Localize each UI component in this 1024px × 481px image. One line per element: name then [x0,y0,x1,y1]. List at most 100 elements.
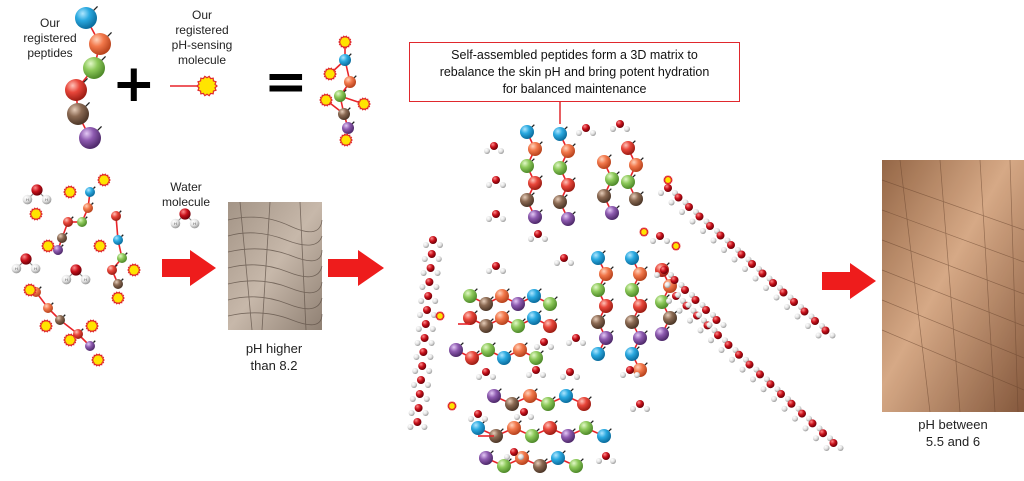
peptide-bead-icon [629,157,644,172]
arrow-right-icon [162,250,216,286]
arrow-right-icon [822,263,876,299]
peptide-bead-icon [551,450,566,465]
matrix-callout-box: Self-assembled peptides form a 3D matrix… [409,42,740,102]
peptide-bead-icon [57,232,68,243]
peptide-bead-icon [85,186,96,197]
peptide-bead-icon [463,310,478,325]
water-molecule-icon [414,334,435,346]
water-molecule-icon [421,250,442,262]
peptide-bead-icon [655,294,670,309]
equals-sign: = [264,52,308,112]
peptide-bead-icon [497,458,512,473]
water-molecule-icon [420,264,441,276]
water-molecule-icon [773,288,794,301]
peptide-bead-icon [487,388,502,403]
water-molecule-icon [412,362,433,374]
water-molecule-icon [554,254,574,266]
water-molecule-icon [534,338,554,350]
water-molecule-label: Water molecule [161,180,211,209]
peptide-bead-icon [625,282,640,297]
peptide-bead-icon [597,428,612,443]
peptide-bead-icon [591,282,606,297]
ph-high-label: pH higher than 8.2 [245,341,303,373]
water-molecule-icon [419,278,440,290]
water-molecule-icon [408,404,429,416]
peptide-bead-icon [625,346,640,361]
peptide-bead-icon [481,342,496,357]
peptide-bead-icon [489,428,504,443]
water-molecule-icon [413,348,434,360]
peptide-bead-icon [543,420,558,435]
peptide-bead-icon [541,396,556,411]
ph-sensor-icon [338,35,352,49]
peptide-bead-icon [495,310,510,325]
water-molecule-icon [823,439,844,451]
ph-sensor-icon [323,67,337,81]
peptide-bead-icon [599,298,614,313]
ph-sensor-icon [663,175,673,185]
peptide-bead-icon [579,420,594,435]
peptide-bead-icon [67,101,91,125]
hydrogen-label: H [84,277,87,282]
peptide-bead-icon [479,318,494,333]
water-molecule-icon [731,250,752,263]
peptide-bead-icon [663,310,678,325]
ph-sensor-icon [63,333,77,347]
peptide-bead-icon [523,388,538,403]
water-molecule-icon [781,399,802,412]
peptide-bead-icon [113,278,124,289]
arrow-right-icon [328,250,384,286]
peptide-bead-icon [520,124,535,139]
water-molecule-icon [468,410,488,422]
peptide-bead-icon [449,342,464,357]
water-molecule-icon [596,452,616,464]
ph-sensor-icon [41,239,55,253]
ph-molecule-label: Our registered pH-sensing molecule [171,8,233,67]
peptide-bead-icon [621,174,636,189]
peptide-bead-icon [63,216,74,227]
peptide-bead-icon [569,458,584,473]
water-molecule-icon [630,400,650,412]
water-molecule-icon [813,429,833,442]
peptide-bead-icon [599,266,614,281]
peptide-bead-icon [529,350,544,365]
water-molecule-icon [476,368,496,380]
peptide-bead-icon [85,340,96,351]
peptide-bead-icon [591,314,606,329]
water-molecule-icon [802,419,823,432]
water-molecule-icon [750,370,770,383]
water-molecule-icon [566,334,586,346]
peptide-bead-icon [507,420,522,435]
water-molecule-icon [706,316,727,328]
peptide-bead-icon [79,125,103,149]
peptide-bead-icon [83,202,94,213]
water-molecule-icon [739,360,760,373]
water-molecule-icon [486,262,506,274]
ph-sensor-icon [63,185,77,199]
peptide-bead-icon [83,55,107,79]
peptide-bead-icon [479,296,494,311]
ph-sensor-icon [93,239,107,253]
peptide-bead-icon [520,158,535,173]
peptides-label: Our registered peptides [23,16,77,60]
water-molecule-icon [407,418,428,430]
peptide-bead-icon [621,140,636,155]
peptide-bead-icon [625,314,640,329]
peptide-bead-icon [463,288,478,303]
peptide-bead-icon [471,420,486,435]
peptide-bead-icon [107,264,118,275]
peptide-bead-icon [625,250,640,265]
water-molecule-icon [664,276,685,288]
skin-photo-balanced [881,159,1024,413]
ph-sensor-icon [435,311,445,321]
water-molecule-icon [409,390,430,402]
water-molecule-icon [679,203,699,215]
peptide-bead-icon [334,89,347,102]
peptide-bead-icon [533,458,548,473]
ph-sensor-icon [39,319,53,333]
skin-photo-dry [227,201,323,331]
peptide-bead-icon [342,121,355,134]
